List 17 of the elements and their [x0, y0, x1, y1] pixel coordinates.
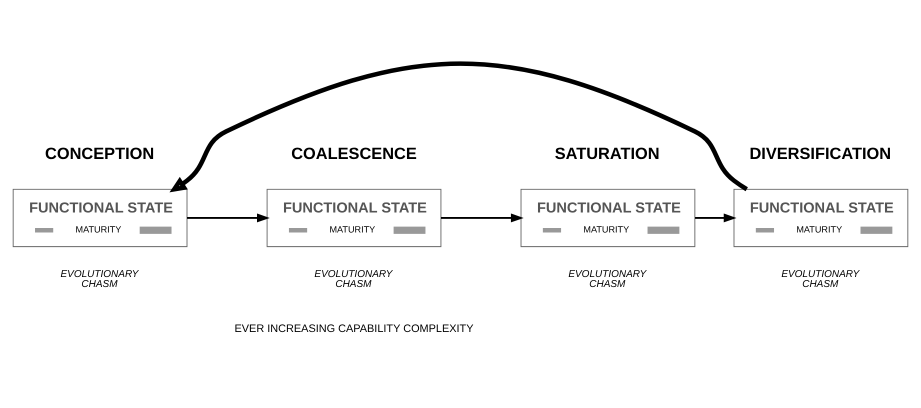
label: EVOLUTIONARY CHASM: [314, 268, 392, 290]
node-box: FUNCTIONAL STATE MATURITY: [734, 188, 908, 247]
label: EVOLUTIONARY CHASM: [568, 268, 646, 290]
label: CONCEPTION: [45, 144, 154, 163]
arrow: [440, 212, 524, 222]
label: COALESCENCE: [291, 144, 417, 163]
label: SATURATION: [554, 144, 660, 163]
label: EVER INCREASING CAPABILITY COMPLEXITY: [234, 322, 474, 334]
node-box: FUNCTIONAL STATE MATURITY: [266, 188, 442, 247]
arrow: [695, 212, 736, 222]
node-box: FUNCTIONAL STATE MATURITY: [12, 188, 188, 247]
arrow: [169, 60, 748, 192]
node-box: FUNCTIONAL STATE MATURITY: [520, 188, 696, 247]
label: EVOLUTIONARY CHASM: [781, 268, 860, 290]
label: DIVERSIFICATION: [749, 144, 892, 163]
label: EVOLUTIONARY CHASM: [60, 268, 138, 290]
arrow: [187, 212, 270, 222]
